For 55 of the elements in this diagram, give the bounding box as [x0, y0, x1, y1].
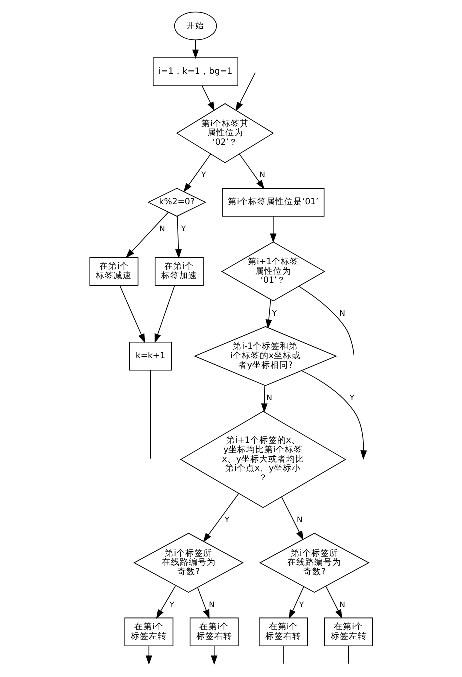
- node-diamond: k%2=0?: [147, 188, 206, 217]
- connector: [348, 646, 349, 664]
- edge-label: Y: [224, 516, 230, 525]
- node-box: 在第i个标签减速: [89, 257, 138, 286]
- arrow: [265, 300, 272, 330]
- node-box: k=k+1: [128, 342, 172, 371]
- edge-label: Y: [180, 224, 186, 234]
- arrow: [238, 154, 264, 190]
- arrow: [156, 586, 176, 620]
- arrow: [197, 587, 210, 620]
- arrow: [125, 212, 169, 258]
- arrow: [235, 72, 256, 112]
- node-diamond: 第i+1个标签的x、y坐标均比第i个标签x、y坐标大或者均比第i个点x、y坐标小？: [180, 411, 346, 508]
- arrow: [183, 154, 211, 193]
- arrow: [202, 493, 239, 543]
- edge-label: Y: [298, 600, 304, 610]
- node-box: 在第i个标签右转: [258, 618, 308, 647]
- connector: [282, 646, 284, 664]
- arrow: [119, 285, 145, 344]
- arrow: [201, 86, 214, 112]
- connector: [150, 370, 151, 460]
- node-box: i=1，k=1，bg=1: [152, 58, 238, 86]
- edge-label: Y: [169, 600, 174, 610]
- edge-label: N: [339, 600, 345, 610]
- node-box: 在第i个标签左转: [124, 618, 174, 647]
- arrow: [210, 646, 218, 666]
- node-box: 在第i个标签右转: [189, 618, 238, 647]
- node-ellipse: 开始: [174, 12, 217, 41]
- node-box: 在第i个标签左转: [324, 618, 373, 647]
- arrow: [174, 216, 182, 259]
- arrow: [288, 586, 304, 620]
- node-diamond: 第i-1个标签和第i个标签的x坐标或者y坐标相同?: [193, 326, 337, 386]
- connector: [298, 286, 354, 356]
- arrow: [145, 646, 152, 666]
- arrow: [325, 586, 342, 620]
- arrow: [280, 496, 304, 541]
- node-diamond: 第i个标签其属性位为‘02’？: [176, 103, 274, 164]
- arrow: [260, 385, 268, 413]
- arrow: [154, 285, 175, 344]
- edge-label: N: [339, 308, 345, 318]
- edge-label: Y: [272, 308, 276, 318]
- edge-label: Y: [349, 394, 354, 403]
- node-diamond: 第i+1个标签属性位为‘01’？: [220, 242, 325, 302]
- node-diamond: 第i个标签所在线路编号为奇数?: [258, 533, 370, 593]
- node-box: 在第i个标签加速: [154, 257, 204, 286]
- edge-label: N: [266, 394, 272, 403]
- edge-label: N: [296, 516, 302, 525]
- edge-label: N: [259, 170, 265, 180]
- edge-label: Y: [201, 170, 206, 180]
- arrow: [192, 40, 199, 60]
- edge-label: N: [208, 600, 214, 610]
- node-box: 第i个标签属性位是‘01’: [222, 188, 324, 217]
- arrow: [300, 370, 367, 460]
- edge-label: N: [158, 224, 165, 234]
- arrow: [270, 216, 276, 244]
